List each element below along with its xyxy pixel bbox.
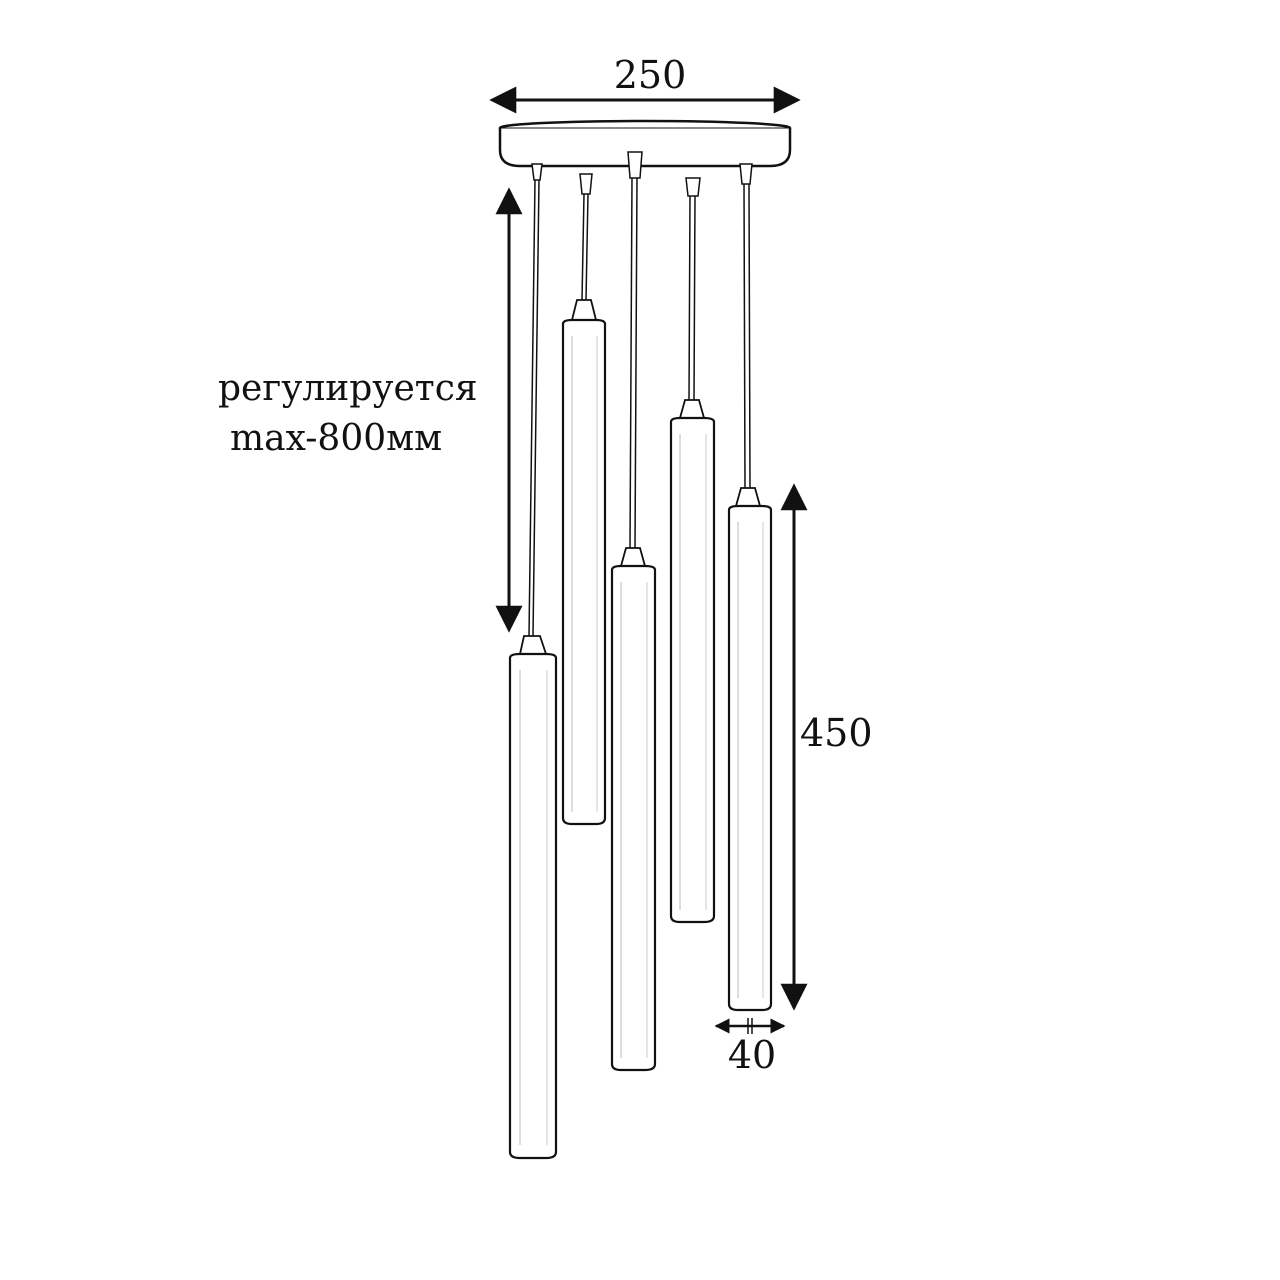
- cable-note-line2: max-800мм: [230, 418, 442, 459]
- pendant-tube-1: [508, 635, 558, 1160]
- dimension-pendant-length: 450: [780, 483, 873, 1011]
- dimension-pendant-diameter: 40: [714, 1018, 786, 1077]
- pendant-tubes: [508, 299, 773, 1160]
- cable-mounts: [531, 151, 753, 197]
- pendant-tube-2: [561, 299, 607, 826]
- cables: [528, 177, 751, 637]
- cable-note-line1: регулируется: [218, 368, 478, 409]
- pendant-tube-4: [669, 399, 716, 924]
- canopy-width-label: 250: [614, 53, 687, 97]
- dimension-canopy-width: 250: [489, 53, 801, 114]
- dimension-cable-length: регулируется max-800мм: [218, 187, 523, 633]
- canopy: [498, 119, 792, 168]
- pendant-diameter-label: 40: [728, 1033, 776, 1077]
- pendant-length-label: 450: [800, 711, 873, 755]
- pendant-tube-3: [610, 547, 657, 1072]
- pendant-tube-5: [727, 487, 773, 1012]
